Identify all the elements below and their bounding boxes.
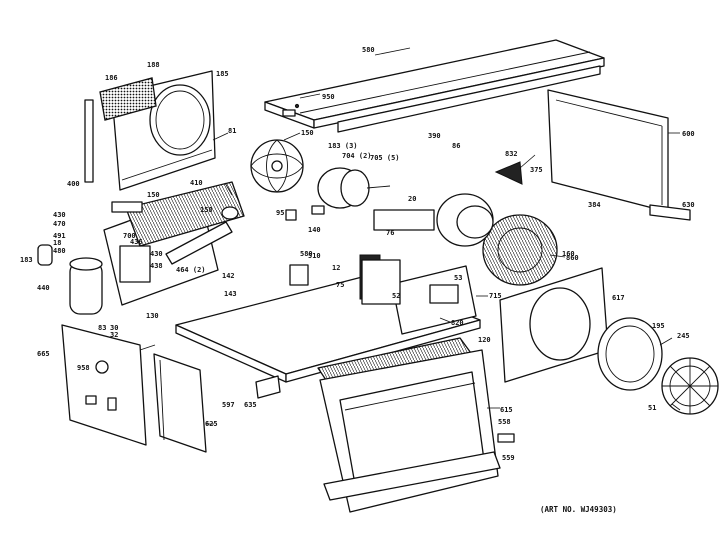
- label-430: 430: [53, 211, 66, 219]
- label-705-5: 705 (5): [370, 154, 400, 162]
- label-76: 76: [386, 229, 394, 237]
- label-700: 700: [123, 232, 136, 240]
- label-410: 410: [190, 179, 203, 187]
- condenser-fan-blade: [250, 139, 304, 193]
- label-195: 195: [652, 322, 665, 330]
- label-160: 160: [562, 250, 575, 258]
- label-635: 635: [244, 401, 257, 409]
- label-580b: 580: [300, 250, 313, 258]
- label-140: 140: [308, 226, 321, 234]
- label-51: 51: [648, 404, 656, 412]
- art-number: (ART NO. WJ49303): [540, 505, 617, 514]
- louvre-deflector: [494, 161, 523, 185]
- label-186: 186: [105, 74, 118, 82]
- label-436: 436: [130, 238, 143, 246]
- right-side-panel: [547, 89, 691, 221]
- label-130: 130: [146, 312, 159, 320]
- label-188: 188: [147, 61, 160, 69]
- evaporator-coil: [111, 181, 245, 265]
- label-143: 143: [224, 290, 237, 298]
- label-183-3: 183 (3): [328, 142, 358, 150]
- label-390: 390: [428, 132, 441, 140]
- back-grille-panel: [84, 70, 216, 191]
- label-470: 470: [53, 220, 66, 228]
- label-81: 81: [228, 127, 236, 135]
- label-860: 860: [566, 254, 579, 262]
- label-150: 150: [301, 129, 314, 137]
- label-183b: 183: [20, 256, 33, 264]
- label-958: 958: [77, 364, 90, 372]
- label-491: 491: [53, 232, 66, 240]
- label-245: 245: [677, 332, 690, 340]
- label-510: 510: [308, 252, 321, 260]
- label-150b: 150: [147, 191, 160, 199]
- fan-motor: [317, 167, 391, 209]
- front-cabinet: [317, 337, 515, 513]
- label-53: 53: [454, 274, 462, 282]
- label-83: 83: [98, 324, 106, 332]
- label-384: 384: [588, 201, 601, 209]
- label-18: 18: [53, 239, 61, 247]
- label-375: 375: [530, 166, 543, 174]
- label-600: 600: [682, 130, 695, 138]
- label-630: 630: [682, 201, 695, 209]
- label-430b: 430: [150, 250, 163, 258]
- label-665: 665: [37, 350, 50, 358]
- label-52: 52: [392, 292, 400, 300]
- label-32: 32: [110, 331, 118, 339]
- label-158: 158: [200, 206, 213, 214]
- small-hardware: [255, 205, 435, 399]
- label-20: 20: [408, 195, 416, 203]
- label-30: 30: [110, 324, 118, 332]
- top-cover-rail: [264, 39, 605, 133]
- label-95: 95: [276, 209, 284, 217]
- label-832: 832: [505, 150, 518, 158]
- label-558: 558: [498, 418, 511, 426]
- label-950: 950: [322, 93, 335, 101]
- label-480: 480: [53, 247, 66, 255]
- label-820: 820: [451, 319, 464, 327]
- label-625: 625: [205, 420, 218, 428]
- label-120: 120: [478, 336, 491, 344]
- blower-wheel: [436, 193, 558, 286]
- right-shroud: [499, 267, 609, 383]
- label-440: 440: [37, 284, 50, 292]
- label-597: 597: [222, 401, 235, 409]
- label-559: 559: [502, 454, 515, 462]
- label-464-2: 464 (2): [176, 266, 206, 274]
- part-labels: 580 950 186 188 185 81 150 183 (3) 704 (…: [20, 46, 695, 514]
- label-400: 400: [67, 180, 80, 188]
- label-615: 615: [500, 406, 513, 414]
- label-75: 75: [336, 281, 344, 289]
- label-86: 86: [452, 142, 460, 150]
- label-580: 580: [362, 46, 375, 54]
- label-617: 617: [612, 294, 625, 302]
- fan-ring-and-guard: [597, 317, 719, 415]
- label-12: 12: [332, 264, 340, 272]
- left-bracket: [153, 353, 207, 453]
- leader-lines: [139, 47, 681, 425]
- label-438: 438: [150, 262, 163, 270]
- front-control-panel: [61, 324, 147, 446]
- label-185: 185: [216, 70, 229, 78]
- label-142: 142: [222, 272, 235, 280]
- label-715: 715: [489, 292, 502, 300]
- label-704-2: 704 (2): [342, 152, 372, 160]
